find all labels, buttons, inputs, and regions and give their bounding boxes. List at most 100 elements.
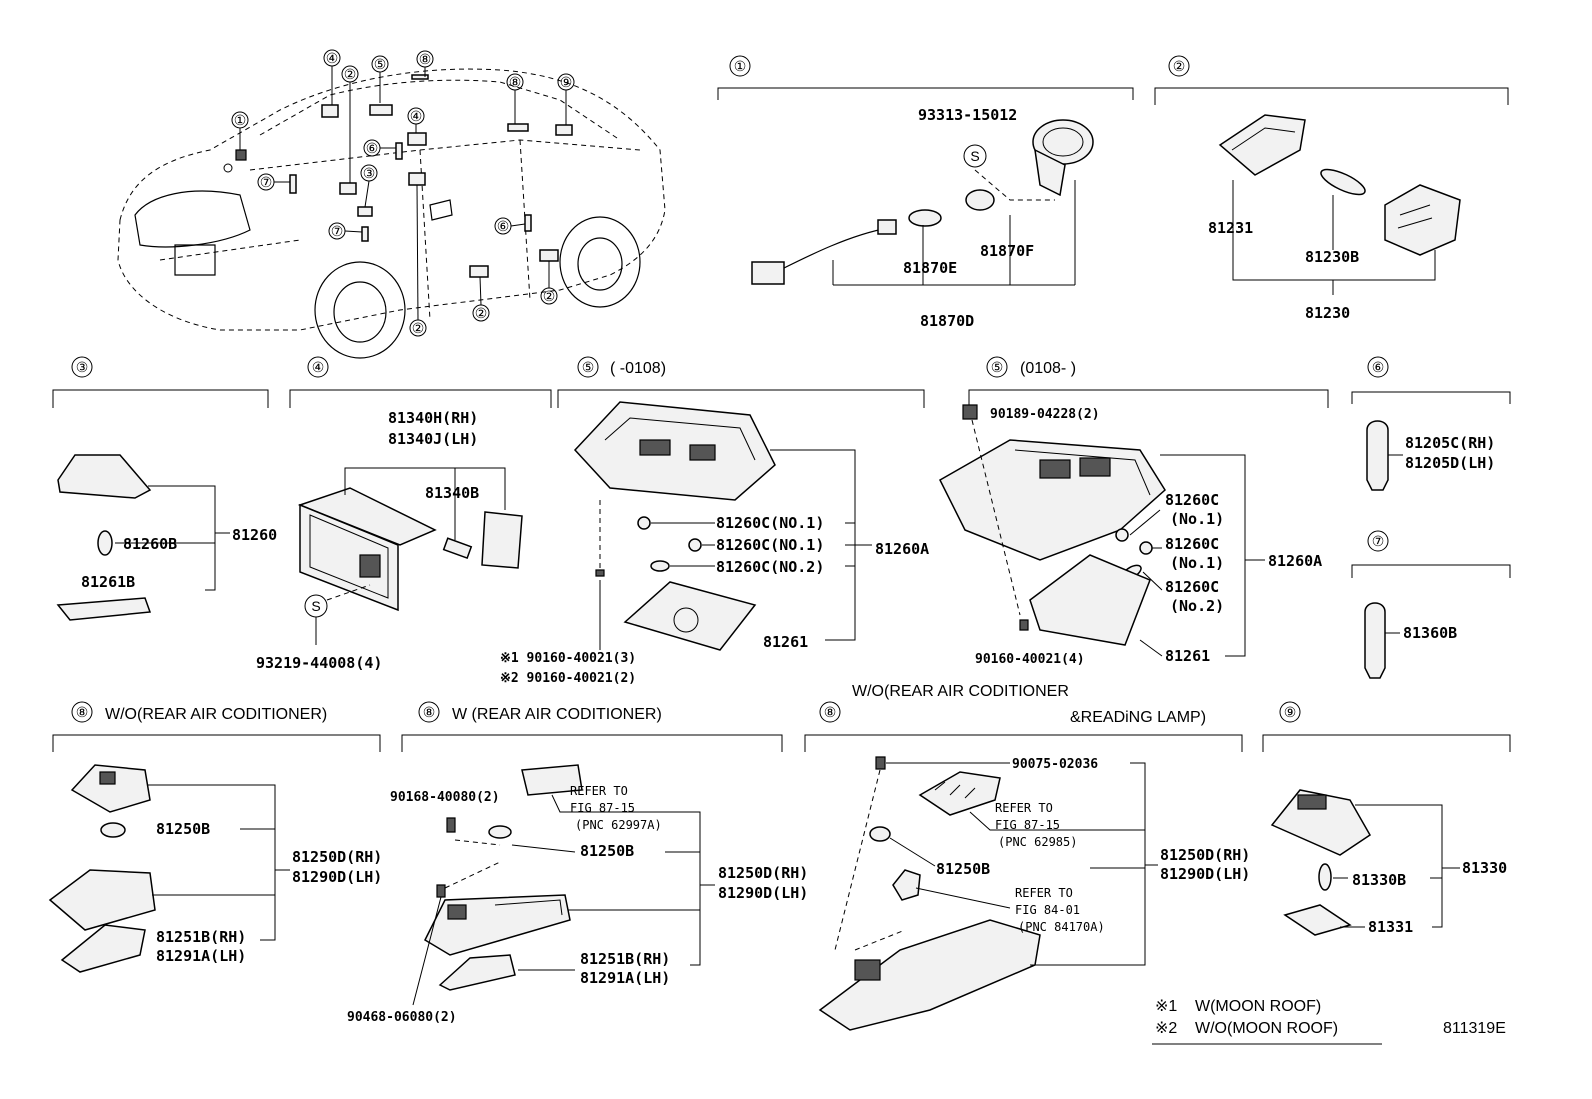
- label-81330: 81330: [1462, 859, 1507, 877]
- ref-8c2-fig: FIG 84-01: [1015, 903, 1080, 917]
- svg-text:②: ②: [344, 66, 357, 82]
- svg-text:⑦: ⑦: [260, 174, 273, 190]
- car-marker-3: ③: [360, 164, 378, 182]
- car-marker-2b: ②: [409, 319, 427, 337]
- section-3-index: ③: [76, 359, 89, 375]
- section-8b-title: W (REAR AIR CODITIONER): [452, 706, 662, 723]
- car-marker-5: ⑤: [371, 55, 389, 73]
- footnote-2-text: W/O(MOON ROOF): [1195, 1020, 1338, 1037]
- label-81340H: 81340H(RH): [388, 409, 478, 427]
- car-marker-9: ⑨: [557, 73, 575, 91]
- label-81261B: 81261B: [81, 573, 135, 591]
- label-81230B: 81230B: [1305, 248, 1359, 266]
- ref-8b-fig: FIG 87-15: [570, 801, 635, 815]
- section-9-luggage-lamp: ⑨ 81330B 81330 81331: [1262, 701, 1511, 936]
- car-marker-2a: ②: [341, 65, 359, 83]
- svg-text:⑥: ⑥: [366, 140, 379, 156]
- car-marker-8b: ⑧: [506, 73, 524, 91]
- footnotes: ※1 W(MOON ROOF) ※2 W/O(MOON ROOF): [1152, 998, 1382, 1045]
- svg-text:⑤: ⑤: [374, 56, 387, 72]
- car-overview: ④ ② ⑤ ⑧ ④ ⑥ ③ ⑦ ⑦ ⑧ ⑨ ① ② ⑥ ② ②: [117, 49, 666, 359]
- label-93313-15012: 93313-15012: [918, 106, 1017, 124]
- section-8a-title: W/O(REAR AIR CODITIONER): [105, 706, 327, 723]
- car-marker-6a: ⑥: [363, 139, 381, 157]
- label-81260C-no1-b: 81260C(NO.1): [716, 536, 824, 554]
- car-marker-8a: ⑧: [416, 50, 434, 68]
- figure-id: 811319E: [1443, 1020, 1506, 1037]
- svg-text:②: ②: [543, 288, 556, 304]
- label-90168-40080: 90168-40080(2): [390, 790, 500, 805]
- section-4-vanity-lamp: ④ 81340H(RH) 81340J(LH) 81340B 93219-440…: [256, 356, 552, 672]
- section-5b-range: (0108- ): [1020, 360, 1076, 377]
- label-81260C-c2: (No.1): [1170, 554, 1224, 572]
- label-81251B-a: 81251B(RH): [156, 928, 246, 946]
- car-marker-7a: ⑦: [257, 173, 275, 191]
- label-81261-late: 81261: [1165, 647, 1210, 665]
- section-1-index: ①: [734, 58, 747, 74]
- label-81290D-a: 81290D(LH): [292, 868, 382, 886]
- section-9-index: ⑨: [1284, 704, 1297, 720]
- label-81250D-a: 81250D(RH): [292, 848, 382, 866]
- ref-8b-pnc: (PNC 62997A): [575, 818, 662, 832]
- section-1-map-lamp-socket: ① S 93313-15012 81870E 81870F 81870D: [717, 55, 1134, 330]
- label-90160-40021-2: ※2 90160-40021(2): [500, 671, 636, 686]
- label-81291A-b: 81291A(LH): [580, 969, 670, 987]
- label-81290D-b: 81290D(LH): [718, 884, 808, 902]
- car-marker-2c: ②: [472, 304, 490, 322]
- section-5b-dome-lamp-late: ⑤ (0108- ) 90189-04228(2) 81260C (No.1) …: [939, 356, 1329, 667]
- section-1-s-tag: S: [970, 148, 979, 164]
- label-81260: 81260: [232, 526, 277, 544]
- label-81260C-c: 81260C: [1165, 535, 1219, 553]
- footnote-1-text: W(MOON ROOF): [1195, 998, 1321, 1015]
- label-81230: 81230: [1305, 304, 1350, 322]
- section-3-luggage-lamp: ③ 81260B 81261B 81260: [52, 356, 277, 621]
- section-5a-index: ⑤: [582, 359, 595, 375]
- svg-text:⑨: ⑨: [560, 74, 573, 90]
- svg-text:⑧: ⑧: [419, 51, 432, 67]
- label-81260C-d: 81260C: [1165, 578, 1219, 596]
- label-81360B: 81360B: [1403, 624, 1457, 642]
- car-marker-4a: ④: [323, 49, 341, 67]
- section-4-index: ④: [312, 359, 325, 375]
- section-4-s-tag: S: [311, 598, 320, 614]
- car-marker-6b: ⑥: [494, 217, 512, 235]
- label-81250B-b: 81250B: [580, 842, 634, 860]
- section-2-courtesy-lamp: ② 81231 81230B 81230: [1154, 55, 1509, 322]
- section-7-index: ⑦: [1372, 533, 1385, 549]
- car-marker-1: ①: [231, 111, 249, 129]
- svg-text:⑧: ⑧: [509, 74, 522, 90]
- ref-8c-fig: FIG 87-15: [995, 818, 1060, 832]
- car-marker-2d: ②: [540, 287, 558, 305]
- label-81260C-no2: 81260C(NO.2): [716, 558, 824, 576]
- section-6-bulb: ⑥ 81205C(RH) 81205D(LH): [1351, 356, 1511, 491]
- svg-text:④: ④: [410, 108, 423, 124]
- label-81340J: 81340J(LH): [388, 430, 478, 448]
- label-90160-40021-4: 90160-40021(4): [975, 652, 1085, 667]
- label-81205C: 81205C(RH): [1405, 434, 1495, 452]
- label-81260A-late: 81260A: [1268, 552, 1322, 570]
- label-81870F: 81870F: [980, 242, 1034, 260]
- label-81260C-b2: (No.1): [1170, 510, 1224, 528]
- label-90468-06080: 90468-06080(2): [347, 1010, 457, 1025]
- ref-8c2-pnc: (PNC 84170A): [1018, 920, 1105, 934]
- ref-8c2-refer: REFER TO: [1015, 886, 1073, 900]
- label-81260C-no1-a: 81260C(NO.1): [716, 514, 824, 532]
- label-81205D: 81205D(LH): [1405, 454, 1495, 472]
- label-81330B: 81330B: [1352, 871, 1406, 889]
- section-5b-index: ⑤: [991, 359, 1004, 375]
- label-93219-44008: 93219-44008(4): [256, 654, 382, 672]
- section-7-bulb: ⑦ 81360B: [1351, 530, 1511, 679]
- ref-8c-pnc: (PNC 62985): [998, 835, 1077, 849]
- section-8c-title-1: W/O(REAR AIR CODITIONER: [852, 683, 1069, 700]
- label-81290D-c: 81290D(LH): [1160, 865, 1250, 883]
- section-2-index: ②: [1173, 58, 1186, 74]
- car-marker-7b: ⑦: [328, 222, 346, 240]
- label-81870E: 81870E: [903, 259, 957, 277]
- svg-text:⑥: ⑥: [497, 218, 510, 234]
- svg-text:①: ①: [234, 112, 247, 128]
- section-8a-index: ⑧: [76, 704, 89, 720]
- section-5a-range: ( -0108): [610, 360, 666, 377]
- label-81260C-d2: (No.2): [1170, 597, 1224, 615]
- label-81260C-b: 81260C: [1165, 491, 1219, 509]
